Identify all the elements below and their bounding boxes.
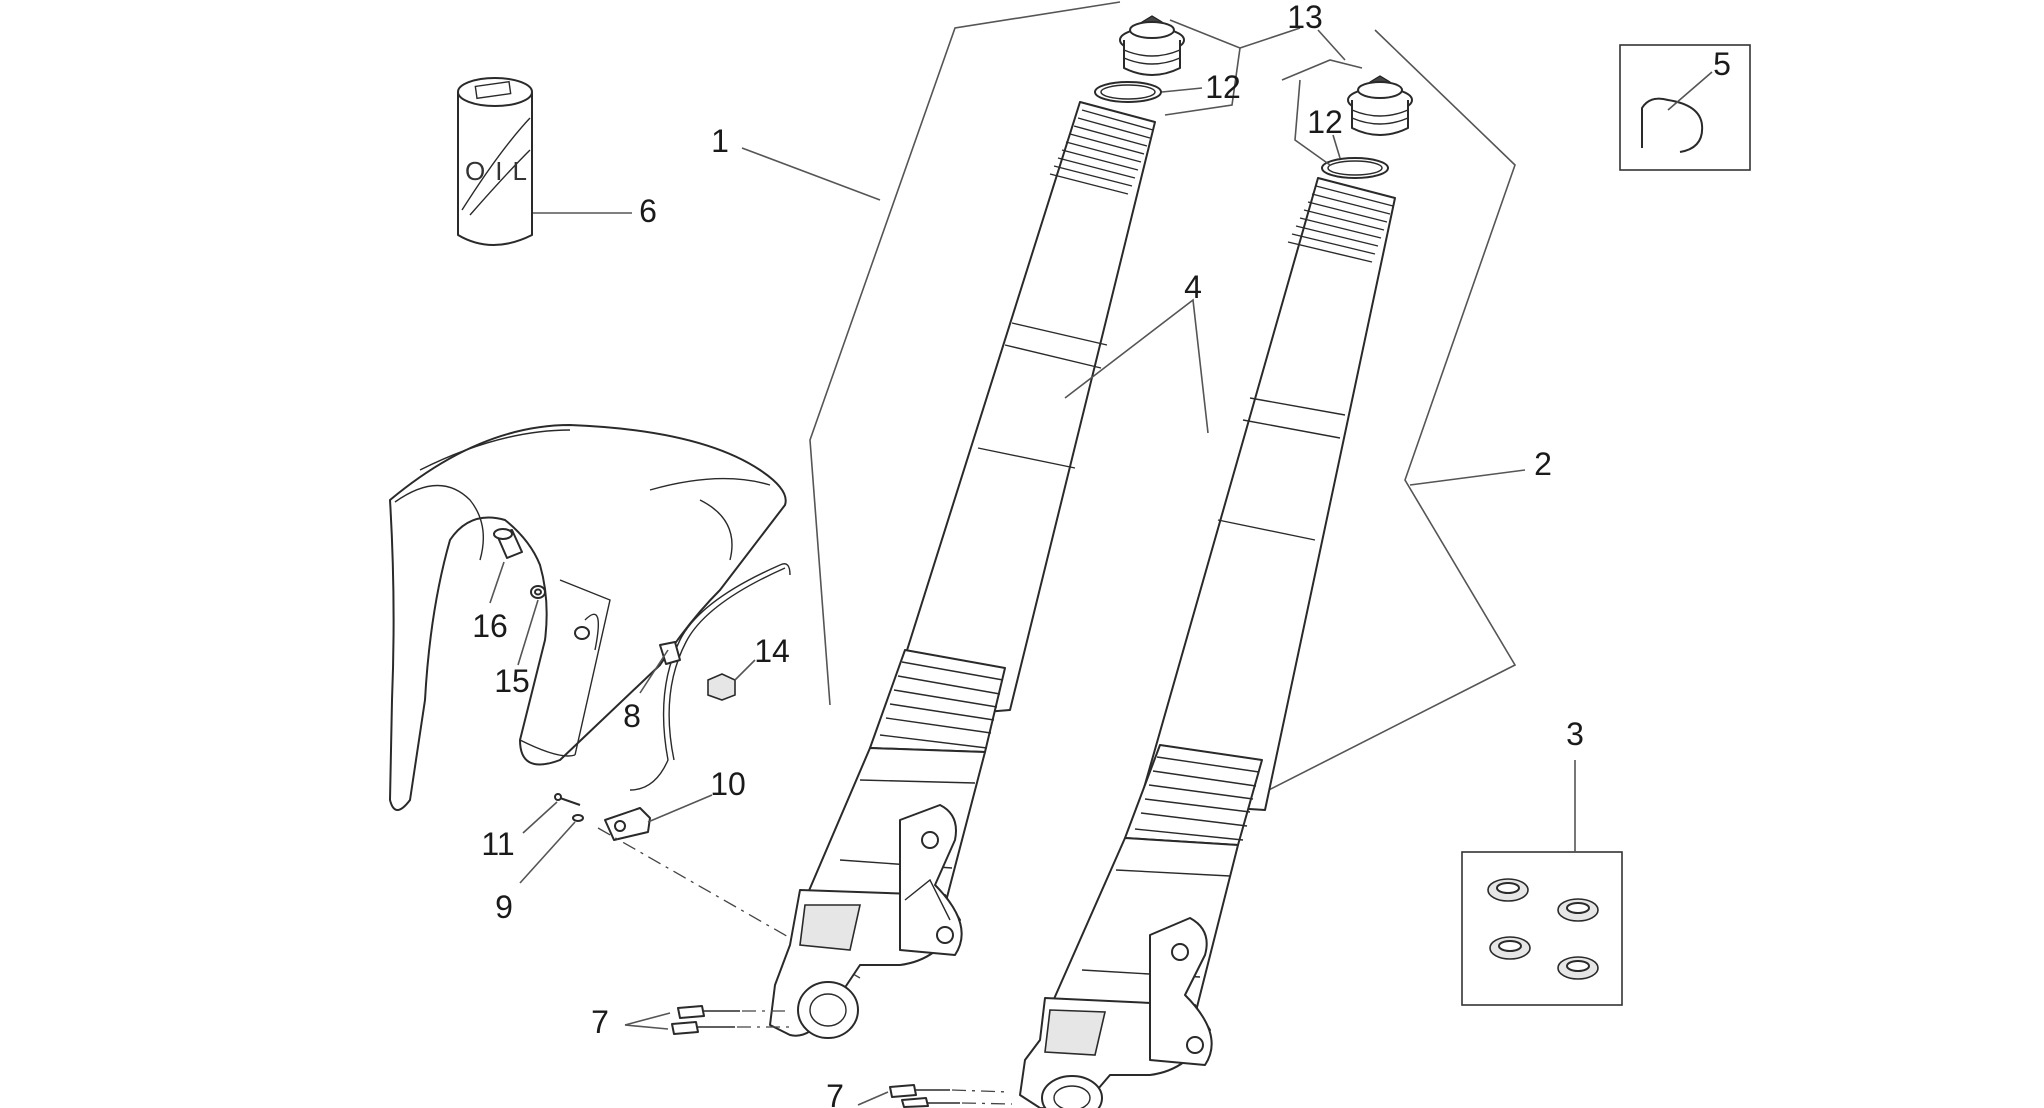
callout-11: 11 [481,826,514,862]
small-screw [554,793,584,822]
right-o-ring [1321,157,1389,179]
callout-5: 5 [1713,46,1731,82]
callout-12-left: 12 [1205,69,1241,105]
left-o-ring [1094,81,1162,103]
hose-clamp [659,641,681,665]
pinch-bolts-left [671,1005,790,1035]
callout-10: 10 [710,766,746,802]
callout-14: 14 [754,633,790,669]
leader-lines [489,19,1713,1106]
callout-labels: 1 2 3 4 5 6 7 7 8 9 10 11 12 12 13 14 15… [472,0,1731,1108]
seal-ring [1489,936,1531,960]
right-fork-leg [1019,177,1396,1108]
brake-hose [629,564,786,791]
callout-7-right: 7 [826,1078,844,1108]
callout-13: 13 [1287,0,1323,35]
sensor-alignment-line [597,827,861,979]
oil-container: OIL [457,77,537,246]
oil-container-label: OIL [465,156,537,186]
seal-ring [1557,898,1599,922]
nut [707,673,736,701]
callout-12-right: 12 [1307,104,1343,140]
snap-ring-box [1619,44,1751,171]
group-outline-right-fork [1189,29,1517,831]
seal-ring [1557,956,1599,980]
callout-16: 16 [472,608,508,644]
callout-4: 4 [1184,269,1202,305]
fender-bolt [493,528,523,559]
left-fork-top-cap [1119,15,1185,76]
group-outline-left-fork [809,1,1121,706]
callout-3: 3 [1566,716,1584,752]
pinch-bolts-right [889,1084,1013,1108]
callout-7-left: 7 [591,1004,609,1040]
seal-kit-box [1461,851,1623,1006]
callout-15: 15 [494,663,530,699]
callout-1: 1 [711,123,729,159]
callout-9: 9 [495,889,513,925]
callout-8: 8 [623,698,641,734]
front-fender [389,424,791,811]
left-fork-leg [769,101,1156,1039]
callout-2: 2 [1534,446,1552,482]
callout-6: 6 [639,193,657,229]
sensor-bracket [604,807,651,841]
fender-washer [530,585,546,599]
seal-ring [1487,878,1529,902]
right-fork-top-cap [1347,75,1413,136]
